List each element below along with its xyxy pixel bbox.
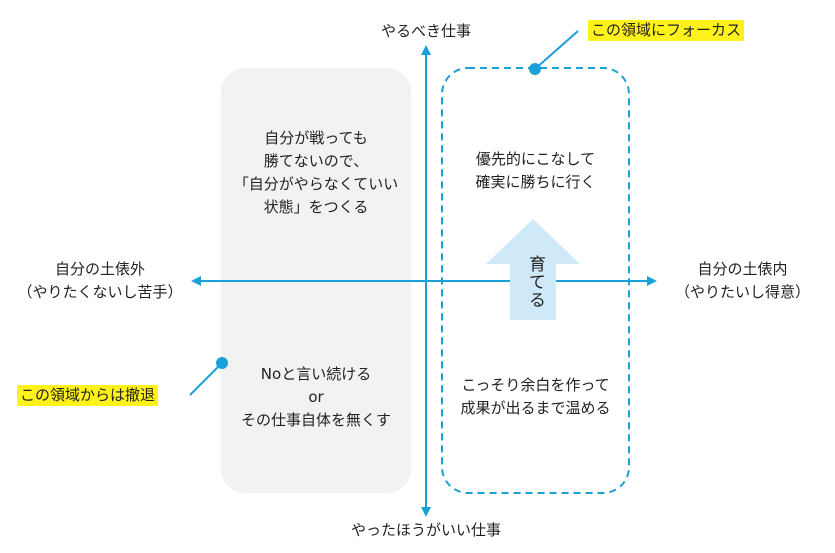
quadrant-bottom-right-text: こっそり余白を作って 成果が出るまで温める xyxy=(460,376,611,417)
withdraw-callout-label: この領域からは撤退 xyxy=(17,385,159,406)
axis-label-bottom: やったほうがいい仕事 xyxy=(350,521,501,539)
grow-arrow xyxy=(486,219,580,320)
axis-label-top: やるべき仕事 xyxy=(380,22,471,40)
focus-callout-line xyxy=(534,30,579,70)
quadrant-top-left-text: 自分が戦っても 勝てないので、 「自分がやらなくていい 状態」をつくる xyxy=(233,129,399,216)
withdraw-callout-line xyxy=(189,362,223,396)
focus-callout-dot xyxy=(529,63,541,75)
quadrant-top-right-text: 優先的にこなして 確実に勝ちに行く xyxy=(475,150,596,191)
axis-label-left: 自分の土俵外 （やりたくないし苦手） xyxy=(17,260,183,301)
withdraw-callout-dot xyxy=(216,357,228,369)
quadrant-bottom-left-text: Noと言い続ける or その仕事自体を無くす xyxy=(240,365,391,429)
focus-callout-label: この領域にフォーカス xyxy=(588,20,745,41)
grow-arrow-label: 育てる xyxy=(525,255,545,309)
axis-label-right: 自分の土俵内 （やりたいし得意） xyxy=(674,260,810,301)
